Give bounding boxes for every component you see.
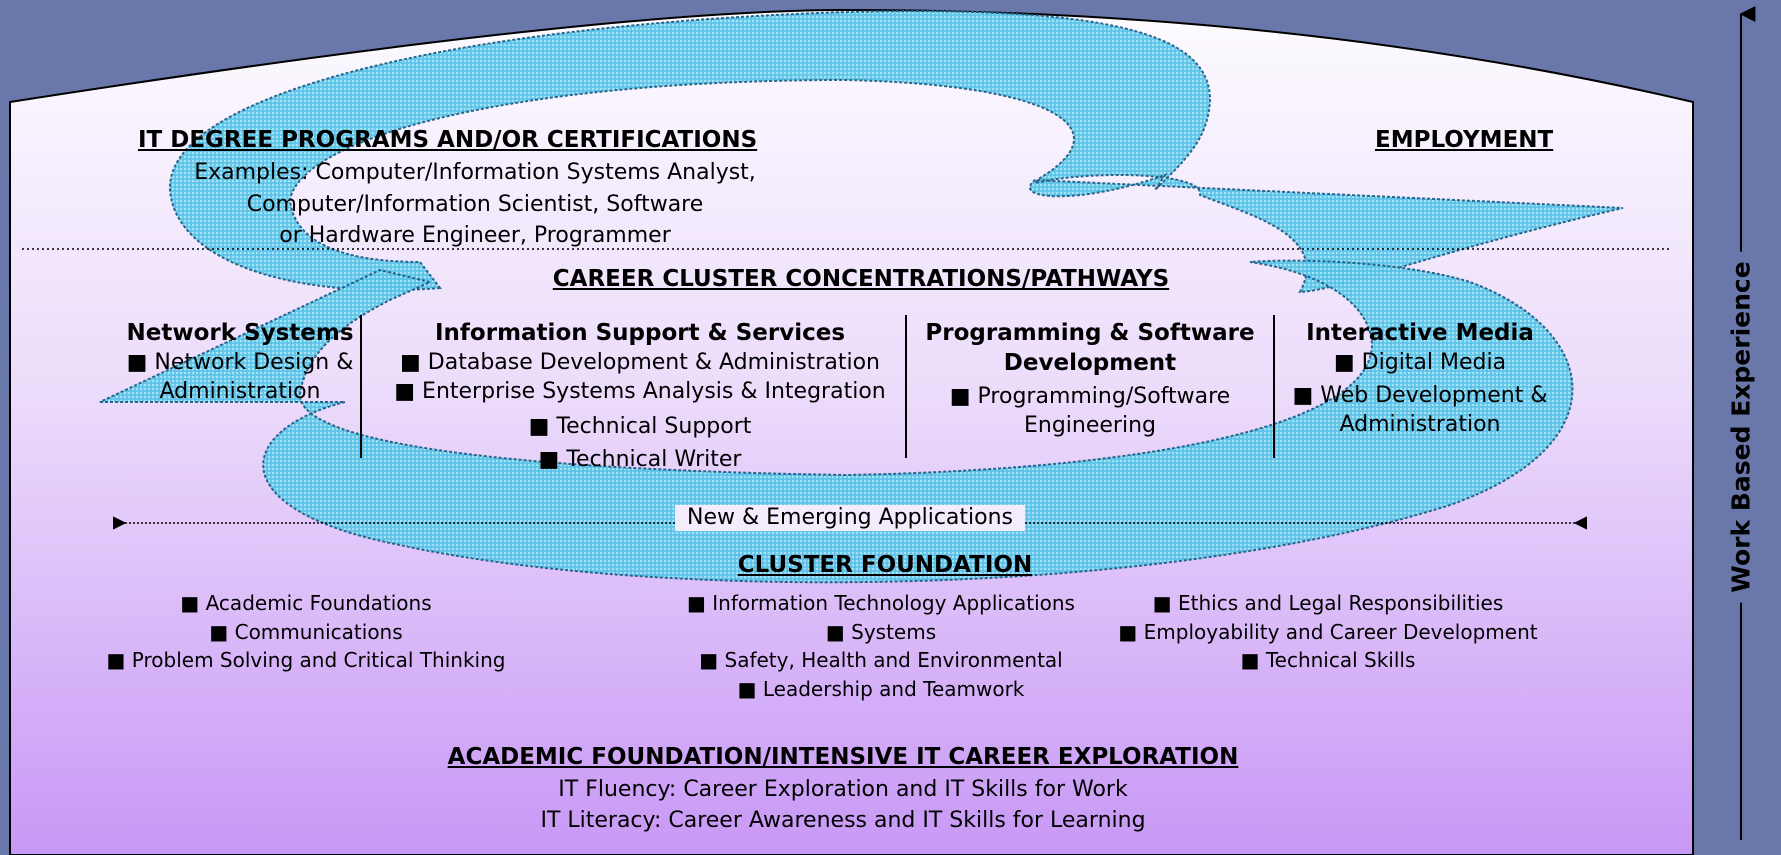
work-based-experience-label: Work Based Experience — [1726, 251, 1756, 603]
pathway-information-support: Information Support & Services ■ Databas… — [394, 318, 885, 474]
pathway-title: Interactive Media — [1306, 320, 1534, 346]
pathway-item: ■ Technical Writer — [538, 447, 742, 472]
pathway-title: Network Systems — [126, 320, 354, 346]
academic-foundation-title: ACADEMIC FOUNDATION/INTENSIVE IT CAREER … — [447, 744, 1239, 770]
cluster-foundation-title: CLUSTER FOUNDATION — [737, 552, 1033, 578]
pathway-item: Administration — [159, 379, 321, 404]
foundation-left-item: ■ Communications — [209, 620, 403, 644]
pathway-interactive-media: Interactive Media ■ Digital Media ■ Web … — [1293, 318, 1548, 439]
pathway-item: ■ Programming/Software — [949, 384, 1231, 409]
pathways-title: CAREER CLUSTER CONCENTRATIONS/PATHWAYS — [552, 266, 1170, 292]
pathway-item: ■ Network Design & — [126, 350, 354, 375]
foundation-middle-item: ■ Systems — [825, 620, 937, 644]
emerging-label: New & Emerging Applications — [674, 505, 1026, 531]
foundation-middle-item: ■ Safety, Health and Environmental — [699, 648, 1063, 672]
pathway-item: ■ Database Development & Administration — [400, 350, 880, 375]
cycle-arrow-lower — [99, 259, 1574, 584]
pathway-item: ■ Web Development & — [1292, 383, 1548, 408]
pathway-item: ■ Digital Media — [1333, 350, 1507, 375]
pathway-item: ■ Technical Support — [528, 414, 752, 439]
degree-programs-title: IT DEGREE PROGRAMS AND/OR CERTIFICATIONS — [138, 127, 758, 153]
foundation-middle-item: ■ Information Technology Applications — [687, 591, 1075, 615]
pathway-item: Administration — [1339, 412, 1501, 437]
foundation-left-item: ■ Academic Foundations — [180, 591, 432, 615]
pathway-title-line2: Development — [1003, 350, 1177, 376]
degree-examples-line: Computer/Information Scientist, Software — [246, 192, 704, 217]
employment-title: EMPLOYMENT — [1375, 127, 1554, 153]
pathway-programming: Programming & Software Development ■ Pro… — [925, 318, 1254, 440]
foundation-right-item: ■ Employability and Career Development — [1118, 620, 1538, 644]
academic-line: IT Fluency: Career Exploration and IT Sk… — [558, 777, 1128, 802]
foundation-right-item: ■ Technical Skills — [1240, 648, 1416, 672]
pathway-title: Programming & Software — [925, 320, 1255, 346]
degree-examples-line: Examples: Computer/Information Systems A… — [194, 160, 756, 185]
foundation-right-item: ■ Ethics and Legal Responsibilities — [1152, 591, 1504, 615]
academic-line: IT Literacy: Career Awareness and IT Ski… — [540, 808, 1146, 833]
pathway-title: Information Support & Services — [434, 320, 846, 346]
pathway-item: Engineering — [1023, 413, 1156, 438]
foundation-middle-item: ■ Leadership and Teamwork — [737, 677, 1025, 701]
degree-examples-line: or Hardware Engineer, Programmer — [279, 223, 671, 248]
pathway-network-systems: Network Systems ■ Network Design & Admin… — [126, 318, 353, 406]
pathway-item: ■ Enterprise Systems Analysis & Integrat… — [394, 379, 886, 404]
foundation-left-item: ■ Problem Solving and Critical Thinking — [106, 648, 506, 672]
